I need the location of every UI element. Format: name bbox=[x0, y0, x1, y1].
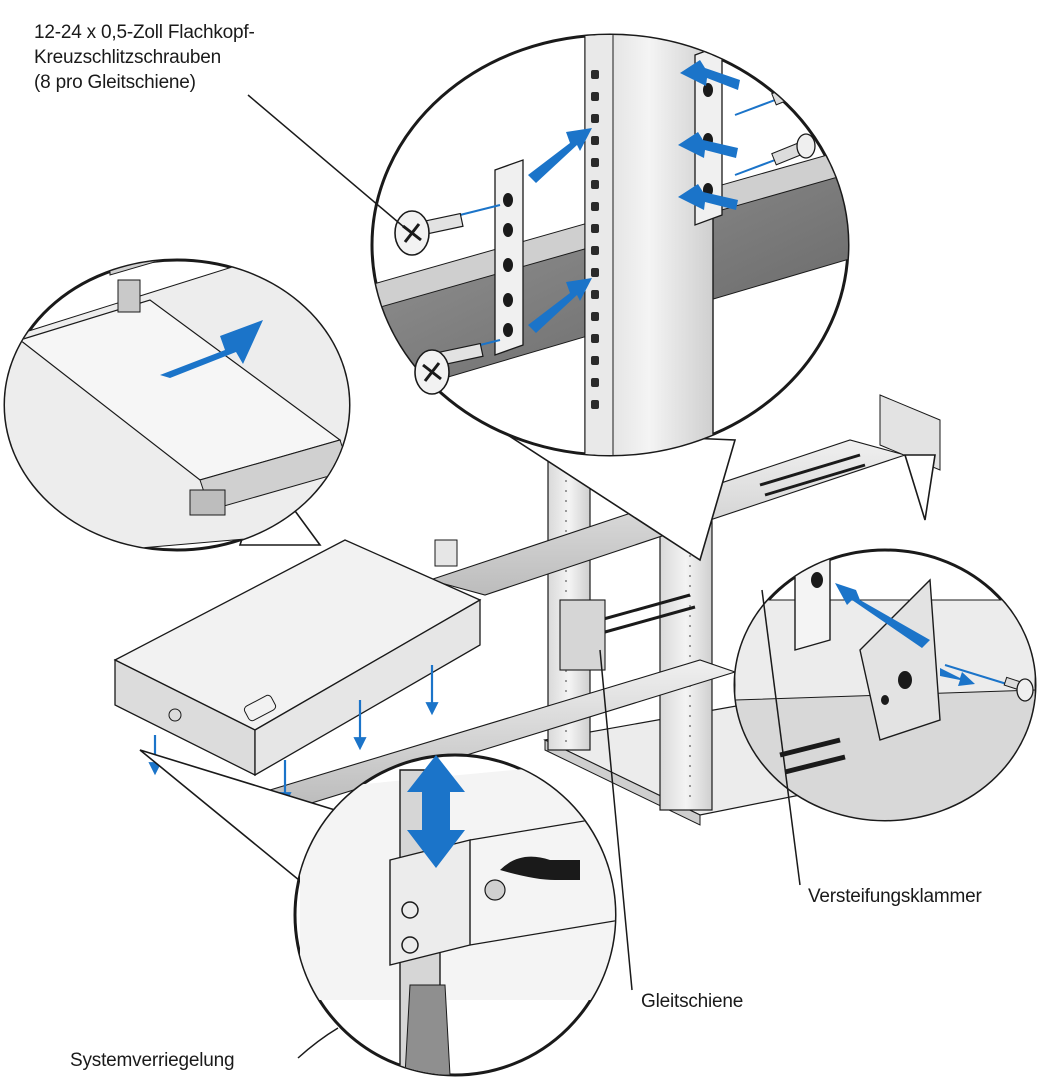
screws-label-line2: Kreuzschlitzschrauben bbox=[34, 47, 221, 68]
leader-brace bbox=[761, 589, 801, 886]
callout-system-latch-detail bbox=[139, 749, 617, 1077]
leader-latch bbox=[297, 1027, 339, 1059]
direction-arrow-icon bbox=[160, 320, 263, 378]
rack-post-holes bbox=[591, 70, 599, 409]
callout-chassis-slide-detail bbox=[3, 258, 351, 552]
leader-lines bbox=[247, 94, 801, 1059]
direction-arrow-icon bbox=[835, 583, 975, 686]
leader-rail bbox=[599, 649, 633, 991]
stiffener-bracket-label: Versteifungsklammer bbox=[808, 886, 982, 907]
phillips-screw-icon bbox=[394, 210, 484, 395]
screws-label-line1: 12-24 x 0,5-Zoll Flachkopf- bbox=[34, 22, 255, 43]
up-down-arrow-icon bbox=[407, 755, 465, 868]
system-latch-label: Systemverriegelung bbox=[70, 1050, 235, 1071]
direction-arrow-icon bbox=[528, 60, 740, 333]
server-chassis-side bbox=[254, 598, 481, 777]
leader-screws bbox=[247, 94, 406, 229]
screws-label: 12-24 x 0,5-Zoll Flachkopf- Kreuzschlitz… bbox=[34, 20, 255, 95]
stiffener-bracket-plate bbox=[859, 578, 941, 741]
callout-stiffener-bracket-detail bbox=[733, 454, 1037, 822]
rail-flange-front bbox=[494, 159, 524, 356]
slide-rail-label: Gleitschiene bbox=[641, 991, 744, 1012]
rail-front-bracket bbox=[559, 599, 606, 671]
screws-label-line3: (8 pro Gleitschiene) bbox=[34, 72, 196, 93]
phillips-screw-icon bbox=[1003, 676, 1034, 702]
stiffener-bracket-tab bbox=[794, 554, 831, 651]
